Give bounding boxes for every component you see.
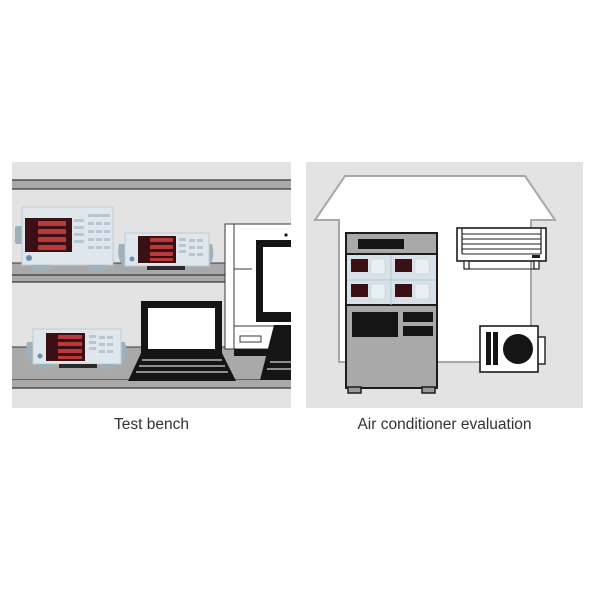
indoor-ac-unit <box>456 227 547 270</box>
rack-power-meter-1 <box>351 258 386 275</box>
air-conditioner-illustration <box>313 175 557 394</box>
test-rack-cabinet <box>345 232 438 394</box>
rack-power-meter-3 <box>351 283 386 300</box>
top-shelf-edge <box>12 179 291 190</box>
rack-power-meter-2 <box>395 258 430 275</box>
caption-test-bench: Test bench <box>114 416 189 433</box>
air-conditioner-panel <box>306 162 583 408</box>
test-bench-illustration <box>12 179 291 389</box>
caption-air-conditioner-evaluation: Air conditioner evaluation <box>357 416 532 433</box>
power-meter-medium <box>118 232 214 270</box>
power-meter-large <box>15 206 114 271</box>
power-meter-small <box>26 328 127 369</box>
test-bench-panel <box>12 162 291 408</box>
rack-power-meter-4 <box>395 283 430 300</box>
desktop-pc <box>224 223 291 380</box>
outdoor-ac-unit <box>479 325 546 373</box>
laptop <box>128 301 236 381</box>
